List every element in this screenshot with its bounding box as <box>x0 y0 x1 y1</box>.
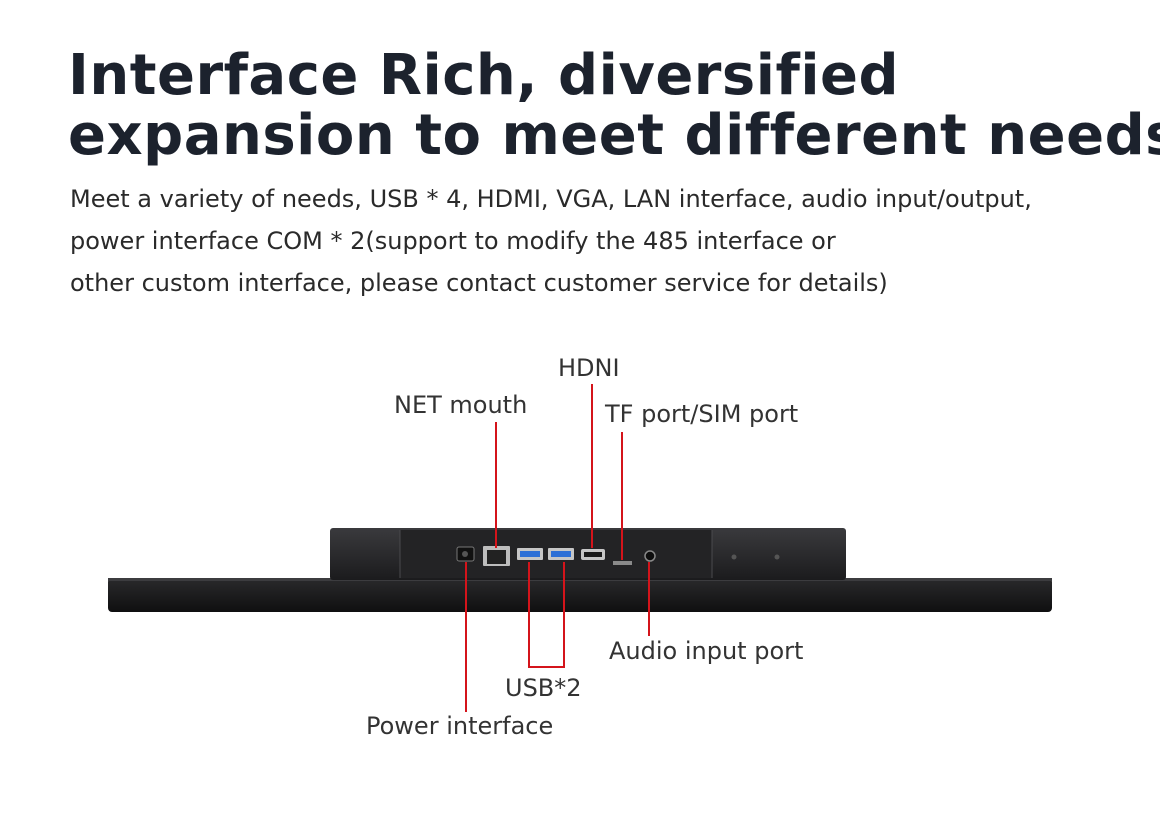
leader-line-usb-left <box>528 562 530 668</box>
monitor-panel <box>108 578 1052 612</box>
label-power-interface: Power interface <box>366 712 554 740</box>
label-audio-input-port: Audio input port <box>609 637 804 665</box>
page-title-line-1: Interface Rich, diversified <box>68 43 900 108</box>
leader-line-usb-bridge <box>528 666 565 668</box>
leader-line-power <box>465 562 467 712</box>
label-hdni: HDNI <box>558 354 620 382</box>
leader-line-net <box>495 422 497 548</box>
tf-slot-icon <box>613 561 632 565</box>
screw-hole-icon <box>774 554 780 560</box>
description-line-1: Meet a variety of needs, USB * 4, HDMI, … <box>70 185 1032 213</box>
label-net-mouth: NET mouth <box>394 391 528 419</box>
leader-line-tf <box>621 432 623 560</box>
label-tf-sim-port: TF port/SIM port <box>605 400 799 428</box>
leader-line-hdni <box>591 384 593 548</box>
screw-hole-icon <box>731 554 737 560</box>
leader-line-usb-right <box>563 562 565 668</box>
leader-line-audio <box>648 562 650 636</box>
page-title: Interface Rich, diversified expansion to… <box>68 46 1160 166</box>
audio-jack-icon <box>644 550 656 562</box>
page-title-line-2: expansion to meet different needs <box>68 103 1160 168</box>
description-line-3: other custom interface, please contact c… <box>70 269 888 297</box>
description-line-2: power interface COM * 2(support to modif… <box>70 227 836 255</box>
label-usb2: USB*2 <box>505 674 582 702</box>
description: Meet a variety of needs, USB * 4, HDMI, … <box>70 178 1032 304</box>
